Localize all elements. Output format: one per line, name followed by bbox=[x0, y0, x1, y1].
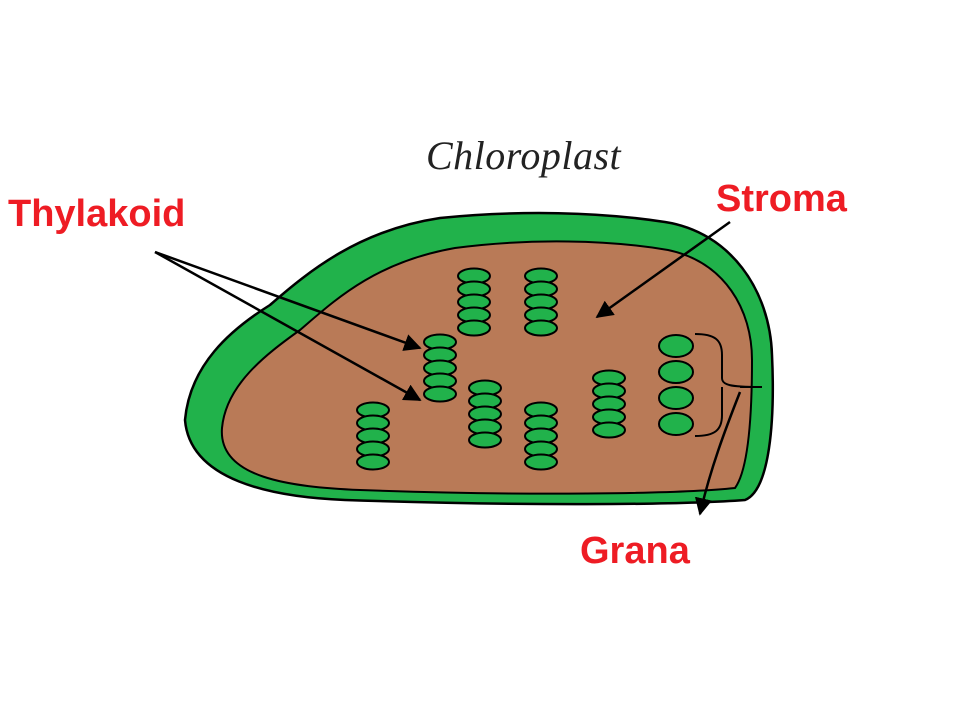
granum-stack bbox=[423, 333, 457, 403]
thylakoid-disc bbox=[524, 453, 558, 471]
thylakoid-disc bbox=[592, 421, 626, 439]
grana-stacks bbox=[356, 267, 694, 471]
thylakoid-disc bbox=[658, 386, 694, 410]
thylakoid-disc bbox=[356, 453, 390, 471]
thylakoid-disc bbox=[423, 385, 457, 403]
thylakoid-disc bbox=[468, 431, 502, 449]
thylakoid-disc bbox=[524, 319, 558, 337]
grana-label: Grana bbox=[580, 530, 690, 572]
granum-stack bbox=[457, 267, 491, 337]
thylakoid-arrow-lower bbox=[154, 250, 422, 402]
granum-stack bbox=[468, 379, 502, 449]
thylakoid-disc bbox=[658, 334, 694, 358]
diagram-title: Chloroplast bbox=[426, 133, 622, 178]
thylakoid-disc bbox=[658, 412, 694, 436]
thylakoid-disc bbox=[457, 319, 491, 337]
thylakoid-label: Thylakoid bbox=[8, 193, 186, 235]
thylakoid-disc bbox=[658, 360, 694, 384]
stroma-arrow bbox=[595, 220, 731, 319]
thylakoid-arrow-upper bbox=[154, 250, 422, 351]
granum-stack bbox=[524, 401, 558, 471]
granum-stack bbox=[524, 267, 558, 337]
grana-arrow bbox=[694, 391, 742, 516]
grana-bracket bbox=[694, 333, 762, 437]
granum-stack bbox=[658, 334, 694, 436]
granum-stack bbox=[356, 401, 390, 471]
stroma-label: Stroma bbox=[716, 178, 847, 220]
granum-stack bbox=[592, 369, 626, 439]
